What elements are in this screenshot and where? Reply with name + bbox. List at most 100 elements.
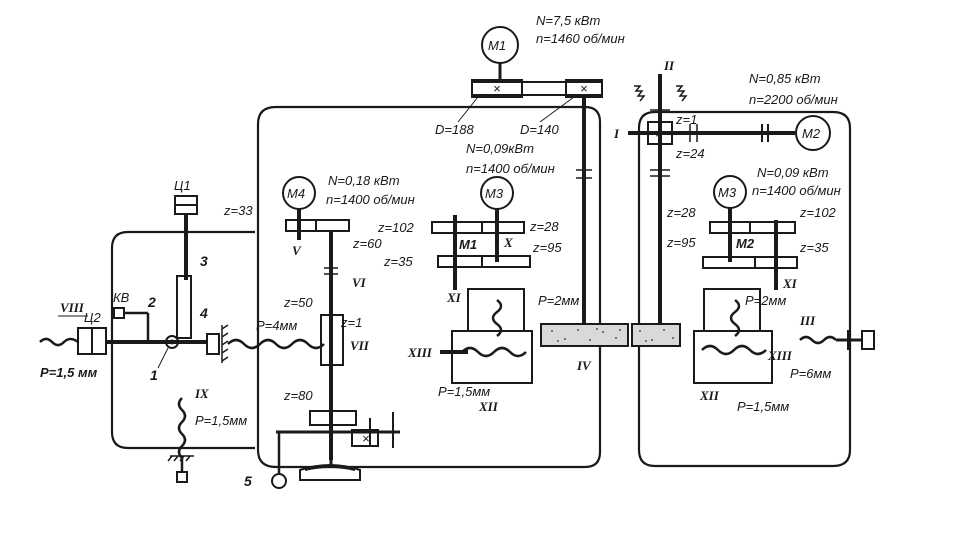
gear-z80	[309, 410, 357, 426]
handwheel-base	[299, 464, 361, 481]
right-gear-z35-label: z=35	[799, 240, 829, 255]
left-clutch-label: M1	[459, 237, 477, 252]
screw-viii	[39, 337, 79, 347]
left-gear-z95	[481, 255, 531, 268]
left-gear-z102-label: z=102	[377, 220, 415, 235]
left-shaft-xi-label: XI	[446, 290, 462, 305]
part-5-label: 5	[244, 473, 252, 489]
motor-m3-right-speed: n=1400 об/мин	[752, 183, 841, 198]
motor-m2-speed: n=2200 об/мин	[749, 92, 838, 107]
left-carriage-wave-mid	[461, 346, 527, 358]
worm-wheel-z50	[320, 314, 344, 366]
central-frame	[256, 105, 602, 469]
limit-switch-kv-label: КВ	[113, 290, 130, 305]
gear-z1-top-label: z=1	[675, 112, 697, 127]
pulley-d188	[471, 79, 523, 98]
left-gear-z35-label: z=35	[383, 254, 413, 269]
pulley-d188-x: ×	[493, 81, 501, 96]
motor-m4-power: N=0,18 кВт	[328, 173, 400, 188]
grinding-wheel-left	[540, 323, 629, 347]
motor-m3-right-power: N=0,09 кВт	[757, 165, 829, 180]
motor-m2-circle	[795, 115, 831, 151]
motor-m1-label: M1	[488, 38, 506, 53]
shaft-ix-label: IX	[194, 386, 209, 401]
gear-z60	[315, 219, 350, 232]
shaft-vi-label: VI	[352, 275, 367, 290]
worm-wheel-z50-label: z=50	[283, 295, 313, 310]
right-shaft-xi-label: XI	[782, 276, 798, 291]
pulley-d188-leader	[457, 96, 479, 123]
spring-left-top	[634, 85, 646, 102]
right-gear-z102-label: z=102	[799, 205, 837, 220]
cylinder-c2-label: Ц2	[84, 310, 101, 325]
lever-5-knob	[271, 473, 287, 489]
motor-m3-left-label: M3	[485, 186, 504, 201]
shaft-iii-pitch: P=6мм	[790, 366, 831, 381]
motor-m3-right-label: M3	[718, 185, 737, 200]
motor-m3-left-speed: n=1400 об/мин	[466, 161, 555, 176]
left-shaft-xii-label: XII	[478, 399, 499, 414]
right-pitch-bottom: P=1,5мм	[737, 399, 789, 414]
right-gear-z95-label: z=95	[666, 235, 696, 250]
handwheel-gear-x: ×	[362, 431, 370, 446]
screw-ix	[177, 397, 187, 459]
left-gear-z35	[437, 255, 483, 268]
pulley-d140-label: D=140	[520, 122, 559, 137]
gear-z60-label: z=60	[352, 236, 382, 251]
pulley-d140-leader	[539, 96, 575, 123]
limit-switch-kv	[113, 307, 125, 319]
shaft-iii-label: III	[799, 313, 816, 328]
right-shaft-xiii-label: XIII	[767, 348, 793, 363]
cylinder-c1-label: Ц1	[174, 178, 191, 193]
spring-right-top	[676, 85, 688, 102]
motor-m2-label: M2	[802, 126, 821, 141]
right-carriage-body	[693, 330, 773, 384]
left-carriage-body	[451, 330, 533, 384]
lead-screw-vii-pitch: P=4мм	[256, 318, 297, 333]
nut-4	[206, 333, 220, 355]
motor-m4-label: M4	[287, 186, 305, 201]
left-carriage-wave-top	[491, 299, 503, 337]
left-gear-z95-label: z=95	[532, 240, 562, 255]
screw-ix-ground	[167, 455, 194, 462]
part-3-label: 3	[200, 253, 208, 269]
shaft-viii-label: VIII	[60, 300, 85, 315]
right-frame	[637, 110, 852, 468]
gear-z80-label: z=80	[283, 388, 313, 403]
right-gear-z28-label: z=28	[666, 205, 696, 220]
motor-m4-speed: n=1400 об/мин	[326, 192, 415, 207]
grinding-wheel-right-texture	[639, 329, 674, 342]
right-shaft-xii-label: XII	[699, 388, 720, 403]
right-pitch-top: P=2мм	[745, 293, 786, 308]
right-gear-z102	[749, 221, 796, 234]
shaft-iii-screw	[799, 335, 837, 345]
gear-z33-label: z=33	[223, 203, 253, 218]
part-4-label: 4	[199, 305, 208, 321]
part-1-label: 1	[150, 367, 158, 383]
part-1-leader	[157, 347, 169, 369]
motor-m1-power: N=7,5 кВт	[536, 13, 600, 28]
pulley-d140-x: ×	[580, 81, 588, 96]
left-gear-z28-label: z=28	[529, 219, 559, 234]
shaft-x-label: X	[503, 235, 513, 250]
motor-m3-left-power: N=0,09кВт	[466, 141, 534, 156]
right-carriage-wave-top	[729, 299, 741, 337]
nut-4-wall	[221, 324, 229, 363]
shaft-i-label: I	[613, 126, 620, 141]
shaft-iii-handwheel	[861, 330, 875, 350]
screw-ix-base	[176, 471, 188, 483]
pulley-d188-label: D=188	[435, 122, 474, 137]
lead-screw-vii	[227, 338, 325, 350]
shaft-ii-label: II	[663, 58, 675, 73]
screw-ix-pitch: P=1,5мм	[195, 413, 247, 428]
screw-viii-pitch: P=1,5 мм	[40, 365, 98, 380]
gear-z24-label: z=24	[675, 146, 705, 161]
grinding-wheel-left-texture	[551, 328, 621, 342]
left-shaft-xiii-label: XIII	[407, 345, 433, 360]
part-2-label: 2	[147, 294, 156, 310]
lever-3	[176, 275, 192, 339]
shaft-v-label: V	[292, 243, 302, 258]
right-clutch-label: M2	[736, 236, 755, 251]
worm-z1-label: z=1	[340, 315, 362, 330]
